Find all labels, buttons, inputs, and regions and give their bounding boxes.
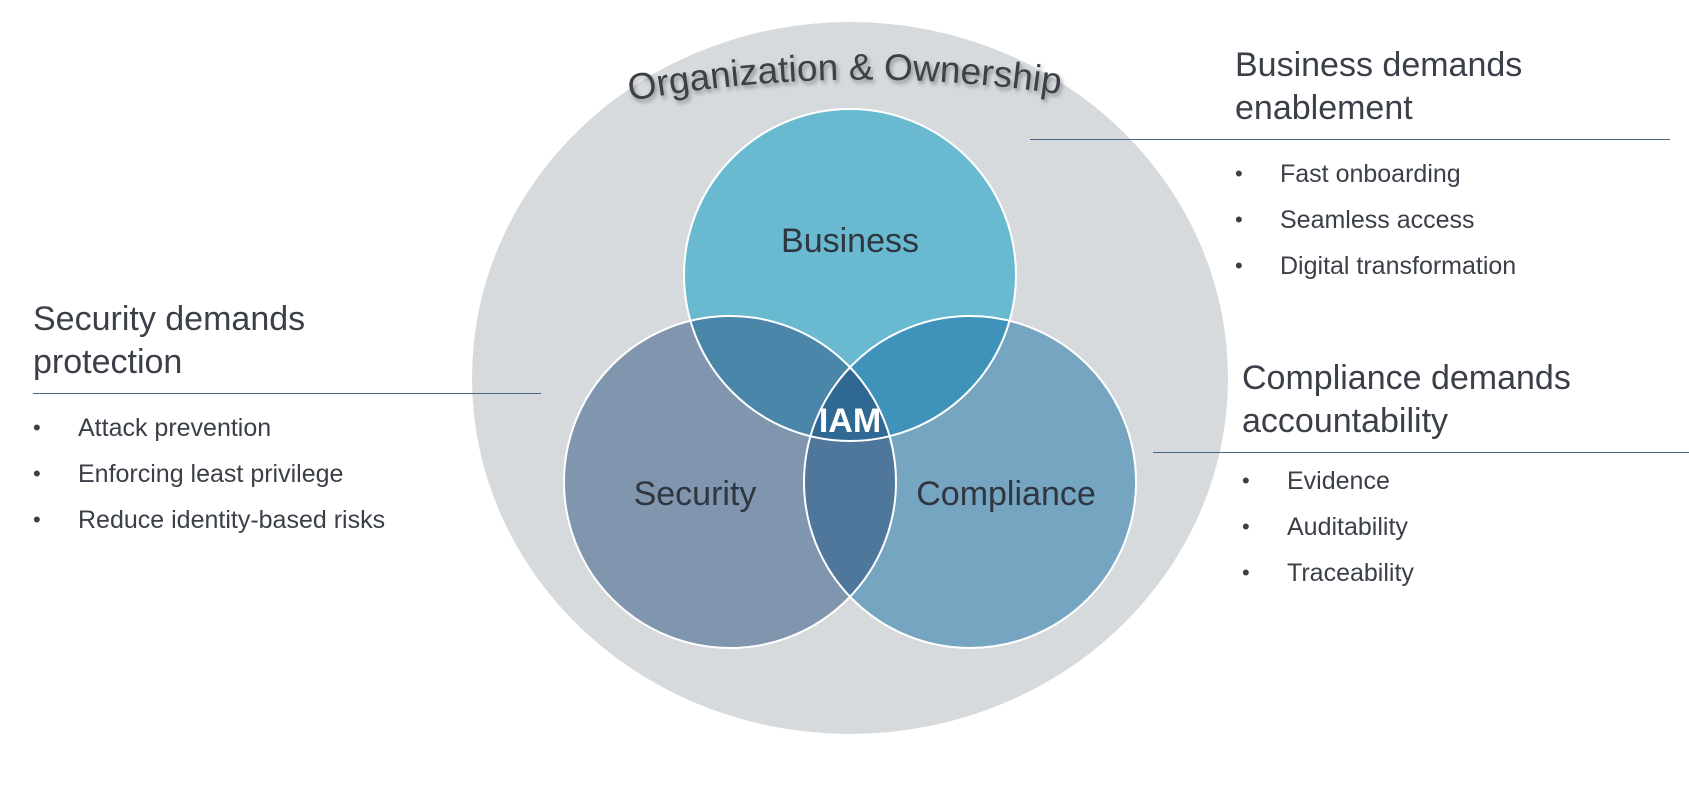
business-label: Business [781, 222, 919, 260]
compliance-divider [1153, 452, 1689, 453]
security-panel-title: Security demands protection [33, 298, 513, 384]
list-item: Evidence [1242, 458, 1414, 504]
security-divider [33, 393, 541, 394]
list-item: Attack prevention [33, 405, 385, 451]
business-panel: Business demands enablement [1235, 44, 1675, 130]
compliance-panel-title: Compliance demands accountability [1242, 357, 1682, 443]
business-compliance-overlap [804, 316, 1016, 441]
list-item: Auditability [1242, 504, 1414, 550]
business-title-line2: enablement [1235, 89, 1413, 127]
list-item: Fast onboarding [1235, 151, 1516, 197]
security-panel: Security demands protection [33, 298, 513, 384]
list-item: Enforcing least privilege [33, 451, 385, 497]
business-list: Fast onboarding Seamless access Digital … [1235, 151, 1516, 289]
security-label: Security [634, 475, 757, 513]
list-item: Seamless access [1235, 197, 1516, 243]
compliance-panel: Compliance demands accountability [1242, 357, 1682, 443]
security-list: Attack prevention Enforcing least privil… [33, 405, 385, 543]
compliance-title-line1: Compliance demands [1242, 359, 1571, 397]
business-panel-title: Business demands enablement [1235, 44, 1675, 130]
list-item: Digital transformation [1235, 243, 1516, 289]
business-security-overlap [684, 316, 896, 441]
security-title-line2: protection [33, 343, 183, 381]
business-title-line1: Business demands [1235, 46, 1523, 84]
iam-label: IAM [819, 402, 881, 440]
list-item: Traceability [1242, 550, 1414, 596]
compliance-title-line2: accountability [1242, 402, 1449, 440]
compliance-list: Evidence Auditability Traceability [1242, 458, 1414, 596]
security-title-line1: Security demands [33, 300, 306, 338]
business-divider [1030, 139, 1670, 140]
list-item: Reduce identity-based risks [33, 497, 385, 543]
compliance-label: Compliance [916, 475, 1096, 513]
